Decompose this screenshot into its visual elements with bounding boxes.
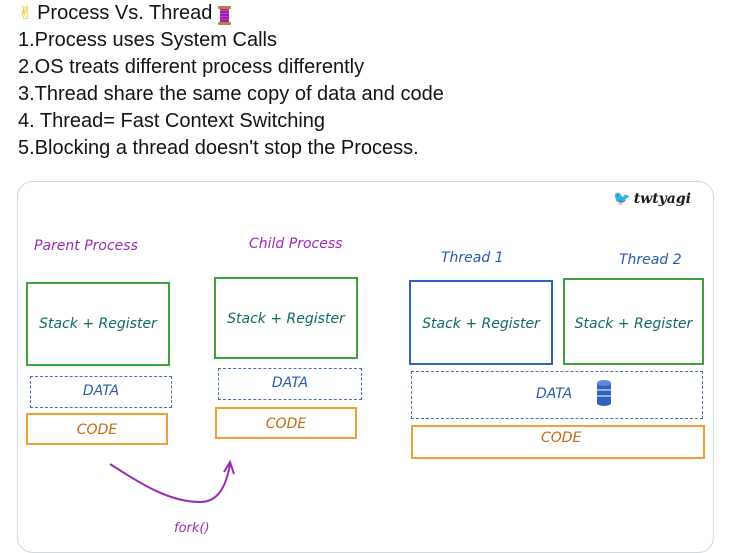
- child-data-text: DATA: [271, 375, 309, 391]
- parent-stack-register-text: Stack + Register: [39, 316, 157, 332]
- database-icon: [597, 380, 611, 406]
- tweet-point-4: 4. Thread= Fast Context Switching: [18, 110, 326, 132]
- tweet-point-5: 5.Blocking a thread doesn't stop the Pro…: [18, 137, 419, 159]
- child-process-label: Child Process: [249, 236, 343, 252]
- parent-code-text: CODE: [76, 422, 118, 438]
- child-stack-register-box: Stack + Register: [214, 277, 358, 359]
- thread1-label: Thread 1: [441, 250, 504, 266]
- parent-code-box: CODE: [26, 413, 168, 445]
- parent-process-label: Parent Process: [34, 238, 138, 254]
- child-code-text: CODE: [265, 416, 307, 432]
- diagram-image-card[interactable]: 🐦twtyagi Parent Process Stack + Register…: [17, 181, 714, 553]
- shared-data-text: DATA: [536, 386, 573, 402]
- thread1-stack-register-box: Stack + Register: [409, 280, 553, 365]
- tweet-point-2: 2.OS treats different process differentl…: [18, 56, 365, 78]
- brand-watermark: 🐦twtyagi: [613, 191, 691, 207]
- tweet-point-1: 1.Process uses System Calls: [18, 29, 277, 51]
- child-code-box: CODE: [215, 407, 357, 439]
- tweet-text: ✌ Process Vs. Thread 1.Process uses Syst…: [18, 0, 718, 162]
- fork-label: fork(): [174, 521, 210, 536]
- child-data-box: DATA: [218, 368, 362, 400]
- thread2-label: Thread 2: [619, 252, 682, 268]
- shared-code-box: CODE: [411, 425, 705, 459]
- thread2-stack-register-box: Stack + Register: [563, 278, 704, 365]
- shared-data-box: DATA: [411, 371, 703, 419]
- child-stack-register-text: Stack + Register: [227, 311, 345, 327]
- thread1-stack-register-text: Stack + Register: [422, 316, 540, 332]
- parent-data-box: DATA: [30, 376, 172, 408]
- shared-code-text: CODE: [541, 430, 582, 446]
- twitter-bird-icon: 🐦: [613, 191, 631, 207]
- thread2-stack-register-text: Stack + Register: [574, 316, 693, 332]
- tweet-point-3: 3.Thread share the same copy of data and…: [18, 83, 444, 105]
- parent-stack-register-box: Stack + Register: [26, 282, 170, 366]
- thread-spool-icon: [218, 6, 232, 25]
- parent-data-text: DATA: [82, 383, 120, 399]
- tweet-title-line: ✌ Process Vs. Thread: [18, 0, 718, 27]
- victory-hand-icon: ✌: [18, 3, 34, 24]
- fork-arrow: [109, 459, 235, 504]
- tweet-title: Process Vs. Thread: [37, 2, 213, 24]
- brand-name: twtyagi: [633, 191, 691, 207]
